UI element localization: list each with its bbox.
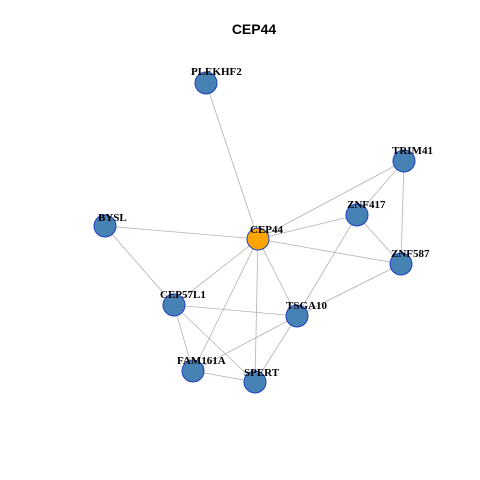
edge-cep44-znf417 xyxy=(257,214,358,240)
node-label-trim41: TRIM41 xyxy=(392,145,433,157)
edge-trim41-znf587 xyxy=(400,160,405,265)
node-znf417[interactable]: ZNF417 xyxy=(345,199,386,227)
node-circle-tsga10[interactable] xyxy=(285,304,309,328)
node-label-bysl: BYSL xyxy=(98,212,127,224)
node-bysl[interactable]: BYSL xyxy=(93,212,127,238)
node-circle-cep44[interactable] xyxy=(246,227,270,251)
node-label-znf587: ZNF587 xyxy=(391,248,430,260)
diagram-title: CEP44 xyxy=(231,21,277,37)
node-circle-fam161a[interactable] xyxy=(181,359,205,383)
edge-znf417-tsga10 xyxy=(296,214,358,317)
edge-cep44-fam161a xyxy=(192,238,259,372)
node-circle-plekhf2[interactable] xyxy=(194,71,218,95)
edge-cep44-tsga10 xyxy=(257,238,298,317)
node-circle-spert[interactable] xyxy=(243,370,267,394)
node-label-tsga10: TSGA10 xyxy=(286,300,327,312)
node-label-spert: SPERT xyxy=(244,367,280,379)
edge-cep57l1-spert xyxy=(173,304,256,383)
node-circle-znf417[interactable] xyxy=(345,203,369,227)
node-plekhf2[interactable]: PLEKHF2 xyxy=(191,66,242,95)
node-znf587[interactable]: ZNF587 xyxy=(389,248,430,276)
node-fam161a[interactable]: FAM161A xyxy=(177,355,226,383)
node-trim41[interactable]: TRIM41 xyxy=(392,145,433,173)
edge-tsga10-spert xyxy=(254,315,298,383)
edge-cep44-plekhf2 xyxy=(205,82,259,240)
node-circle-trim41[interactable] xyxy=(392,149,416,173)
edge-znf587-tsga10 xyxy=(296,263,402,317)
edge-bysl-cep57l1 xyxy=(104,225,175,306)
node-label-znf417: ZNF417 xyxy=(347,199,386,211)
edge-cep44-trim41 xyxy=(257,160,405,240)
edge-cep44-znf587 xyxy=(257,238,402,265)
edge-cep44-bysl xyxy=(104,225,259,240)
edge-cep44-cep57l1 xyxy=(173,238,259,306)
node-label-fam161a: FAM161A xyxy=(177,355,226,367)
node-cep44[interactable]: CEP44 xyxy=(246,224,284,251)
node-label-plekhf2: PLEKHF2 xyxy=(191,66,242,78)
node-tsga10[interactable]: TSGA10 xyxy=(285,300,327,328)
edge-cep57l1-tsga10 xyxy=(173,304,298,317)
node-circle-cep57l1[interactable] xyxy=(162,293,186,317)
node-label-cep44: CEP44 xyxy=(250,224,284,236)
node-circle-bysl[interactable] xyxy=(93,214,117,238)
edge-tsga10-fam161a xyxy=(192,315,298,372)
node-spert[interactable]: SPERT xyxy=(243,367,280,394)
edge-cep44-spert xyxy=(254,238,259,383)
node-label-cep57l1: CEP57L1 xyxy=(160,289,206,301)
node-cep57l1[interactable]: CEP57L1 xyxy=(160,289,206,317)
edge-trim41-znf417 xyxy=(356,160,405,216)
node-circle-znf587[interactable] xyxy=(389,252,413,276)
